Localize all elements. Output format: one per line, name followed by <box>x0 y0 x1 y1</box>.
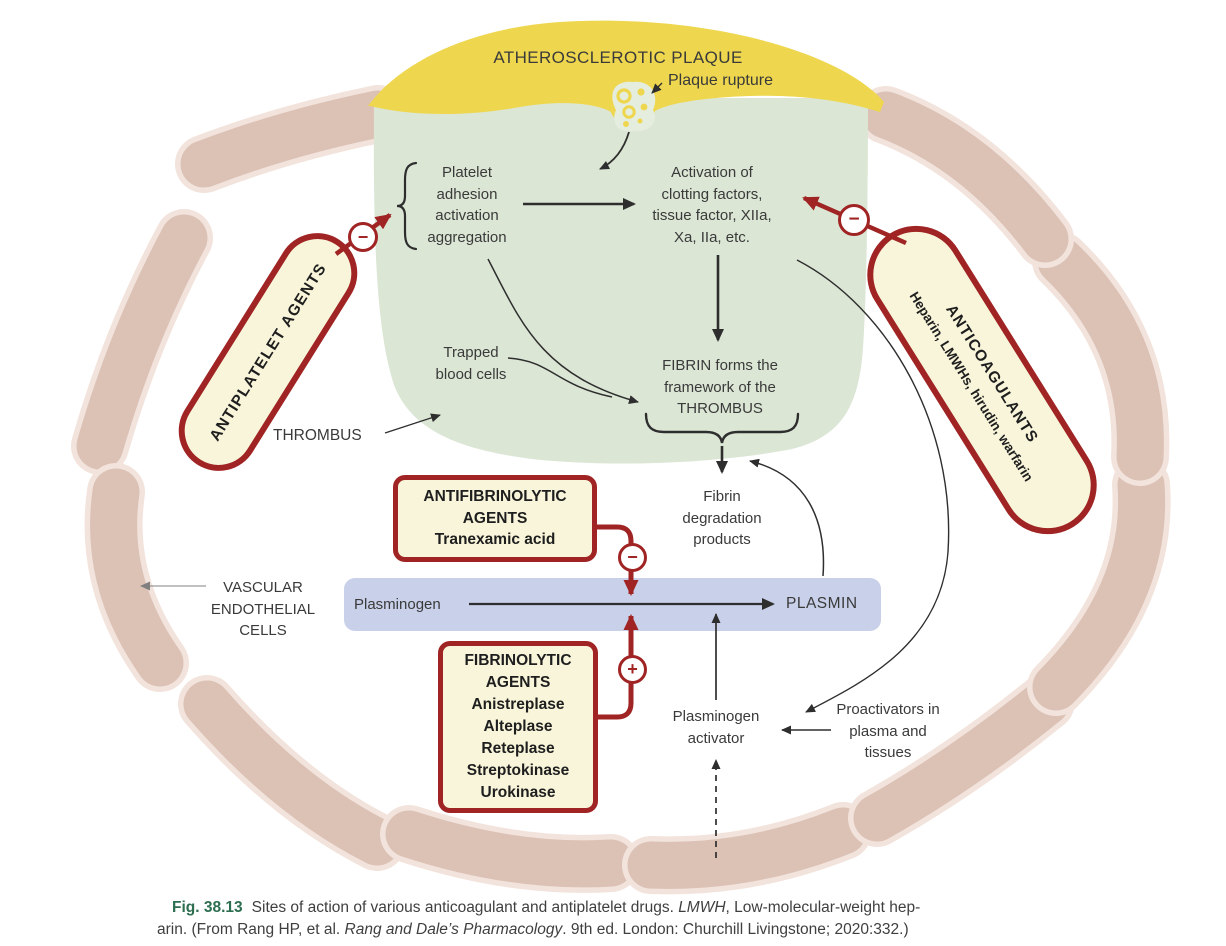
platelet-text: Platelet adhesion activation aggregation <box>427 162 506 248</box>
clotting-line: clotting factors, <box>661 185 763 203</box>
endothelial-cell-capsule <box>100 238 184 446</box>
caption-text: . 9th ed. London: Churchill Livingstone;… <box>562 921 909 938</box>
vascular-text: VASCULAR ENDOTHELIAL CELLS <box>211 577 315 642</box>
proactivators-line: Proactivators in <box>836 701 940 718</box>
plasmin-to-fibrin-curve <box>749 458 825 577</box>
fibrinolytic-line: Urokinase <box>480 784 556 801</box>
vascular-line: ENDOTHELIAL <box>210 600 316 618</box>
trapped-line: Trapped <box>443 344 499 361</box>
thrombus-region <box>373 98 868 464</box>
rupture-to-thrombus-arrow <box>599 131 630 170</box>
endothelial-cell-capsule <box>1061 261 1140 457</box>
vascular-line: VASCULAR <box>223 579 303 596</box>
fibrin-line: FIBRIN forms the <box>662 357 778 374</box>
vascular-line: CELLS <box>239 622 287 639</box>
figure-caption: Fig. 38.13 Sites of action of various ant… <box>157 897 1107 941</box>
fibrinolytic-line: AGENTS <box>485 674 551 691</box>
platelet-line: Platelet <box>441 164 493 181</box>
clotting-line: Xa, IIa, etc. <box>674 228 750 246</box>
platelet-line: adhesion <box>436 185 498 203</box>
endothelial-cell-capsule <box>114 492 160 663</box>
antiplatelet-capsule: ANTIPLATELET AGENTS <box>178 233 358 471</box>
antifibrinolytic-connector <box>597 524 639 596</box>
antifibrinolytic-box: ANTIFIBRINOLYTIC AGENTS Tranexamic acid <box>393 475 597 562</box>
caption-text: Sites of action of various anticoagulant… <box>251 899 679 916</box>
trapped-cells-connector <box>507 357 613 398</box>
antifibrinolytic-line: Tranexamic acid <box>434 531 556 549</box>
clotting-to-proactivators-curve <box>796 259 950 713</box>
endothelial-cell-capsule <box>409 834 611 864</box>
caption-line-2: arin. (From Rang HP, et al. Rang and Dal… <box>157 919 1107 941</box>
activator-line: activator <box>687 729 745 747</box>
activator-text: Plasminogen activator <box>673 706 760 749</box>
thrombus-label: THROMBUS <box>273 427 362 444</box>
thrombus-label-pointer <box>384 413 441 434</box>
fibrinolytic-line: Reteplase <box>481 740 555 757</box>
fibrinolytic-line: FIBRINOLYTIC <box>464 652 572 669</box>
plaque-title: ATHEROSCLEROTIC PLAQUE <box>493 48 743 67</box>
trapped-line: blood cells <box>435 365 507 383</box>
fibrinolytic-line: Anistreplase <box>471 696 565 713</box>
plaque-rupture-site <box>612 81 656 132</box>
endothelial-cell-capsule <box>204 114 378 164</box>
degradation-line: products <box>693 531 751 548</box>
minus-icon: − <box>348 222 378 252</box>
antifibrinolytic-line: AGENTS <box>462 509 528 527</box>
plaque-blob <box>368 20 884 123</box>
proactivators-line: plasma and <box>849 722 927 740</box>
antifibrinolytic-line: ANTIFIBRINOLYTIC <box>423 488 567 506</box>
clotting-text: Activation of clotting factors, tissue f… <box>652 162 771 248</box>
endothelial-cell-capsule <box>651 831 843 865</box>
platelet-line: activation <box>435 207 499 224</box>
caption-italic-book: Rang and Dale’s Pharmacology <box>344 921 563 938</box>
minus-icon: − <box>838 204 870 236</box>
fibrin-line: framework of the <box>664 378 776 396</box>
degradation-line: degradation <box>682 509 762 527</box>
fibrinolytic-line: Alteplase <box>483 718 553 735</box>
platelet-brace <box>396 161 418 251</box>
clotting-line: Activation of <box>671 164 753 181</box>
caption-line-1: Fig. 38.13 Sites of action of various ant… <box>157 897 1107 919</box>
plaque-rupture-label: Plaque rupture <box>668 72 773 89</box>
plasminogen-label: Plasminogen <box>354 596 441 613</box>
plaque-rupture-pointer <box>651 82 663 94</box>
proactivators-line: tissues <box>864 744 912 761</box>
clotting-line: tissue factor, XIIa, <box>652 207 772 224</box>
caption-fig-number: Fig. 38.13 <box>172 899 243 916</box>
activator-line: Plasminogen <box>672 708 760 725</box>
caption-text: , Low-molecular-weight hep- <box>725 899 921 916</box>
plus-icon: + <box>618 655 647 684</box>
degradation-line: Fibrin <box>703 488 741 505</box>
caption-text: arin. (From Rang HP, et al. <box>157 921 345 938</box>
thrombus-underbrace <box>644 412 800 444</box>
endothelial-cell-capsule <box>886 115 1045 239</box>
aggregation-to-thrombus-curve <box>487 258 639 404</box>
platelet-line: aggregation <box>427 228 507 246</box>
fibrinolytic-line: Streptokinase <box>466 762 570 779</box>
caption-italic-lmwh: LMWH <box>678 899 726 916</box>
plasmin-label: PLASMIN <box>786 595 858 612</box>
minus-icon: − <box>618 543 647 572</box>
degradation-text: Fibrin degradation products <box>682 486 761 551</box>
fibrinolytic-box: FIBRINOLYTIC AGENTS Anistreplase Altepla… <box>438 641 598 813</box>
trapped-cells-text: Trapped blood cells <box>436 342 507 385</box>
endothelial-cell-capsule <box>207 704 377 842</box>
fibrinolytic-connector <box>598 614 639 720</box>
fibrin-line: THROMBUS <box>677 400 763 417</box>
fibrin-text: FIBRIN forms the framework of the THROMB… <box>662 355 778 420</box>
proactivators-text: Proactivators in plasma and tissues <box>836 699 939 764</box>
